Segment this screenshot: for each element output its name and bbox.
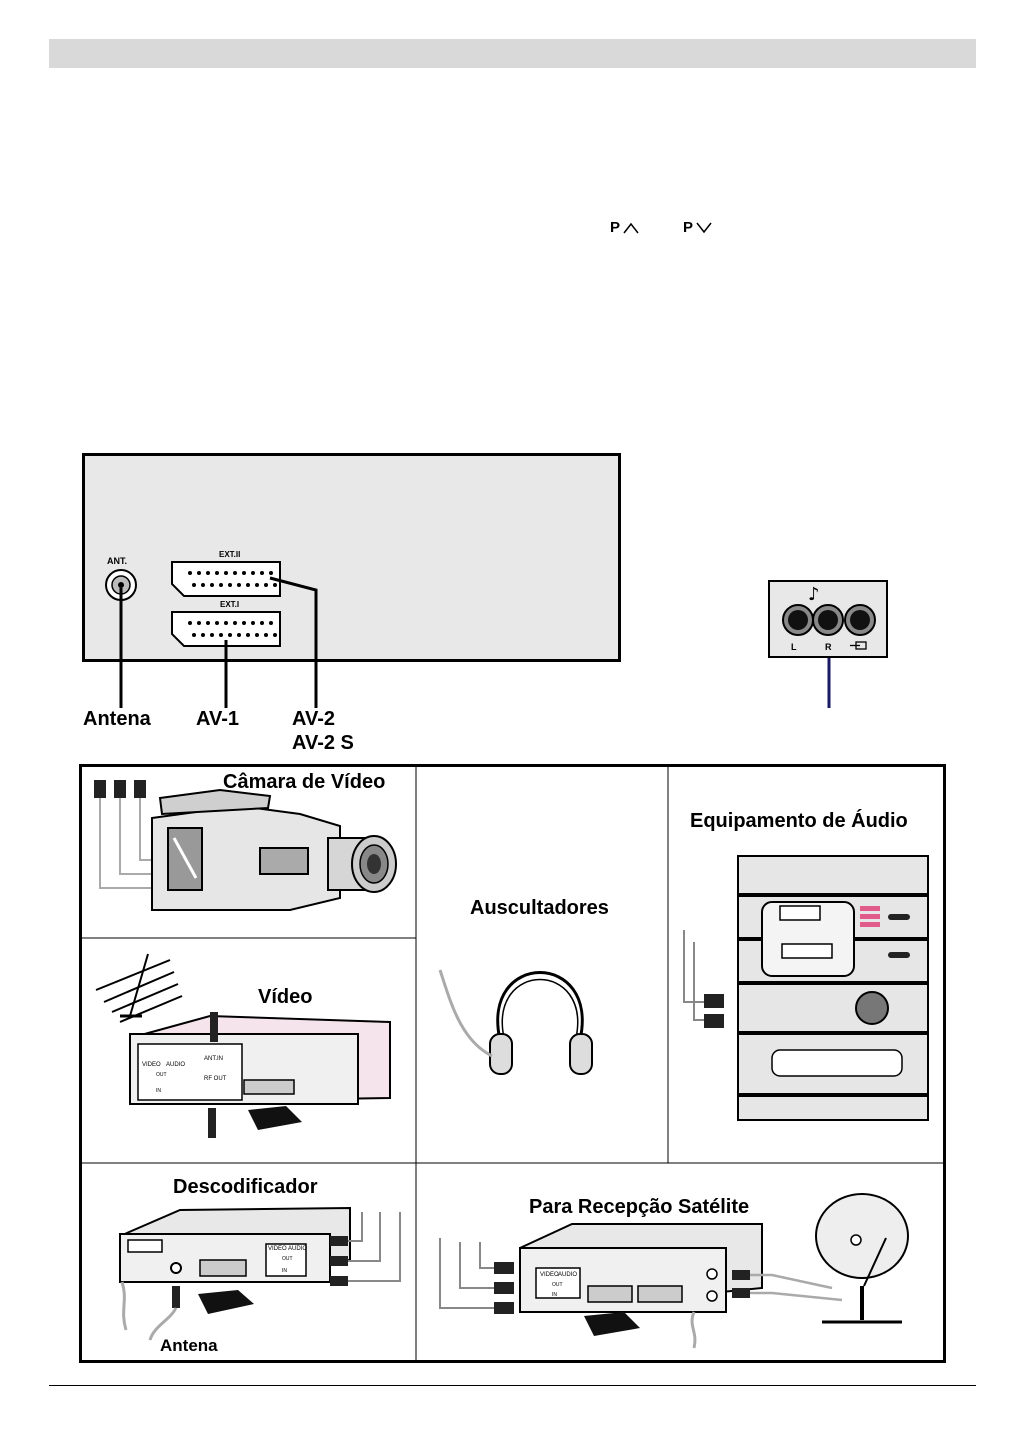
headphones-icon [430,930,650,1090]
sat-video-label: VIDEO [540,1272,559,1278]
satellite-receiver-icon [432,1188,942,1350]
sat-in-label: IN [552,1292,557,1298]
vcr-audio-label: AUDIO [166,1062,185,1068]
vcr-out-label: OUT [156,1072,167,1078]
audio-system-icon [676,852,936,1124]
decoder-in-label: IN [282,1268,287,1274]
vcr-video-label: VIDEO [142,1062,161,1068]
sat-out-label: OUT [552,1282,563,1288]
audio-title: Equipamento de Áudio [690,810,908,833]
decoder-antenna-label: Antena [160,1336,218,1356]
headphones-title: Auscultadores [470,897,609,920]
camera-icon [90,778,410,918]
sat-audio-label: AUDIO [558,1272,577,1278]
vcr-antin-label: ANT.IN [204,1056,223,1062]
vcr-in-label: IN [156,1088,161,1094]
decoder-title: Descodificador [173,1176,317,1199]
vcr-rfout-label: RF OUT [204,1076,226,1082]
decoder-video-label: VIDEO [268,1246,287,1252]
decoder-out-label: OUT [282,1256,293,1262]
vcr-icon [90,950,410,1150]
decoder-audio-label: AUDIO [288,1246,307,1252]
decoder-icon [110,1200,410,1340]
footer-rule [49,1385,976,1386]
